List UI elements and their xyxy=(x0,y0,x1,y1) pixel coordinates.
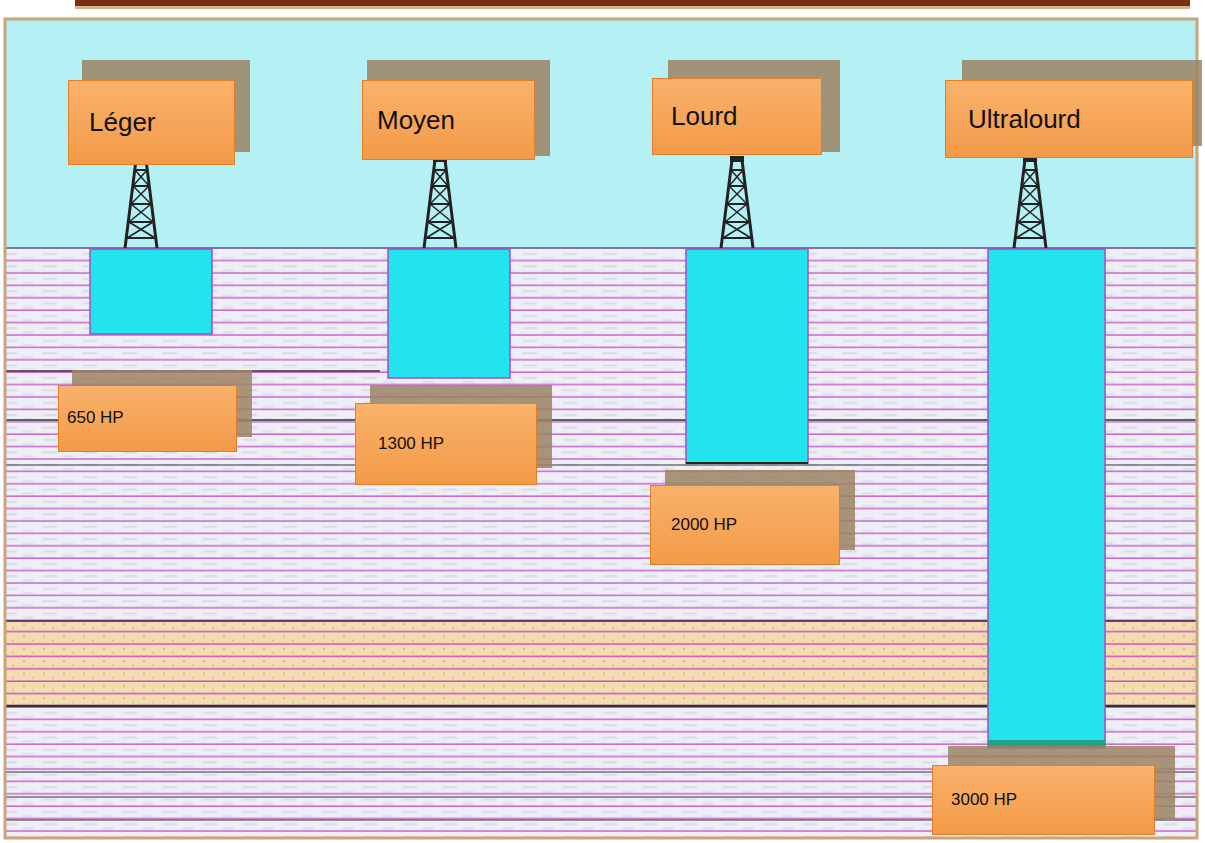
power-rating-box: 2000 HP xyxy=(650,485,840,565)
power-rating-box: 650 HP xyxy=(58,385,237,452)
rig-class-box: Moyen xyxy=(362,80,535,160)
power-rating-box: 1300 HP xyxy=(355,403,537,485)
rig-class-label: Ultralourd xyxy=(968,105,1081,134)
power-label: 3000 HP xyxy=(951,791,1017,810)
rig-class-label: Lourd xyxy=(671,102,738,131)
rig-class-box: Lourd xyxy=(652,78,822,155)
rig-class-box: Ultralourd xyxy=(945,80,1193,158)
rig-class-label: Moyen xyxy=(377,106,455,135)
rig-class-label: Léger xyxy=(89,108,156,137)
power-label: 650 HP xyxy=(67,409,124,428)
power-label: 2000 HP xyxy=(671,516,737,535)
power-rating-box: 3000 HP xyxy=(932,765,1155,835)
rig-class-box: Léger xyxy=(68,80,235,165)
power-label: 1300 HP xyxy=(378,435,444,454)
